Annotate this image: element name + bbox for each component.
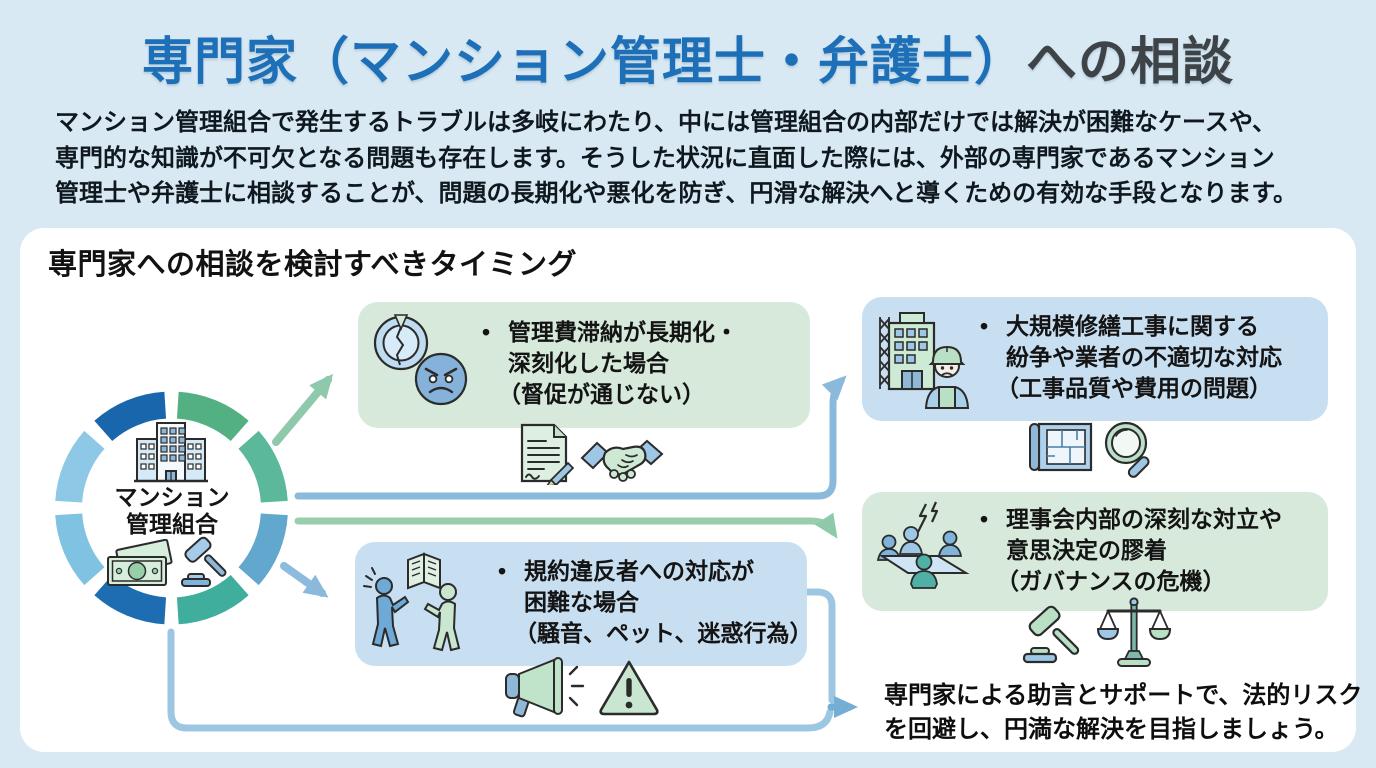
lightning-icon	[917, 501, 939, 533]
bullet: •	[482, 319, 491, 345]
gavel-icon	[1022, 605, 1080, 664]
line-to-board-conflict	[294, 512, 838, 539]
intro-line-3: 管理士や弁護士に相談することが、問題の長期化や悪化を防ぎ、円滑な解決へと導くため…	[55, 180, 1297, 207]
bullet: •	[498, 558, 507, 584]
hub-label-line1: マンション	[114, 484, 230, 510]
blueprint-icon	[1029, 422, 1093, 472]
arguing-people-icon	[363, 552, 461, 652]
bullet: •	[980, 506, 989, 532]
case-repair-line2: 紛争や業者の不適切な対応	[1006, 344, 1282, 370]
hub-ring	[55, 391, 288, 625]
case-text-rule-violation: • 規約違反者への対応が 困難な場合 （騒音、ペット、迷惑行為）	[498, 556, 813, 649]
handshake-icon	[580, 439, 664, 482]
line-from-hub-bottom	[167, 628, 834, 732]
intro-line-2: 専門的な知識が不可欠となる問題も存在します。そうした状況に直面した際には、外部の…	[55, 144, 1275, 172]
intro-paragraph: マンション管理組合で発生するトラブルは多岐にわたり、中には管理組合の内部だけでは…	[55, 105, 1345, 212]
line-to-repair-dispute	[294, 375, 847, 500]
arrow-to-rule-violation	[280, 562, 329, 598]
case-text-board-conflict: • 理事会内部の深刻な対立や 意思決定の膠着 （ガバナンスの危機）	[980, 504, 1282, 597]
footer-note: 専門家による助言とサポートで、法的リスク を回避し、円満な解決を目指しましょう。	[884, 679, 1363, 747]
case-arrears-line2: 深刻化した場合	[508, 350, 669, 376]
construction-worker-icon	[924, 345, 970, 409]
warning-triangle-icon	[599, 660, 659, 716]
case-violation-line1: 規約違反者への対応が	[524, 558, 754, 584]
hub-label-line2: 管理組合	[126, 511, 218, 537]
case-board-line1: 理事会内部の深刻な対立や	[1006, 506, 1282, 532]
apartment-building-icon	[134, 422, 208, 483]
case-repair-line3: （工事品質や費用の問題）	[996, 375, 1272, 401]
case-violation-line2: 困難な場合	[524, 589, 639, 615]
cracked-coin-icon	[373, 314, 429, 371]
scales-of-justice-icon	[1096, 597, 1172, 667]
case-text-arrears: • 管理費滞納が長期化・ 深刻化した場合 （督促が通じない）	[482, 317, 738, 410]
case-arrears-line3: （督促が通じない）	[498, 381, 705, 407]
angry-face-icon	[414, 352, 468, 406]
footer-note-line2: を回避し、円満な解決を目指しましょう。	[884, 716, 1339, 743]
megaphone-icon	[505, 657, 585, 718]
footer-note-line1: 専門家による助言とサポートで、法的リスク	[884, 682, 1363, 709]
page-title: 専門家（マンション管理士・弁護士）への相談	[0, 20, 1376, 94]
magnifier-icon	[1104, 421, 1150, 478]
gavel-icon	[181, 536, 227, 587]
page-title-rest: への相談	[1026, 33, 1235, 90]
contract-document-icon	[520, 423, 574, 485]
board-meeting-icon	[876, 501, 970, 589]
line-from-rule-violation	[802, 588, 836, 704]
case-violation-line3: （騒音、ペット、迷惑行為）	[514, 620, 813, 646]
rulebook-icon	[407, 552, 441, 590]
case-board-line2: 意思決定の膠着	[1006, 537, 1167, 563]
page-title-accent: 専門家（マンション管理士・弁護士）	[141, 33, 1026, 90]
case-repair-line1: 大規模修繕工事に関する	[1006, 313, 1259, 339]
panel-heading: 専門家への相談を検討すべきタイミング	[48, 249, 577, 281]
intro-line-1: マンション管理組合で発生するトラブルは多岐にわたり、中には管理組合の内部だけでは…	[55, 109, 1277, 136]
arrow-to-arrears	[272, 373, 334, 446]
case-board-line3: （ガバナンスの危機）	[996, 568, 1226, 594]
banknote-icon	[107, 539, 173, 586]
bullet: •	[980, 313, 989, 339]
case-text-repair-dispute: • 大規模修繕工事に関する 紛争や業者の不適切な対応 （工事品質や費用の問題）	[980, 311, 1282, 404]
connectors	[167, 373, 858, 732]
case-arrears-line1: 管理費滞納が長期化・	[508, 319, 738, 345]
